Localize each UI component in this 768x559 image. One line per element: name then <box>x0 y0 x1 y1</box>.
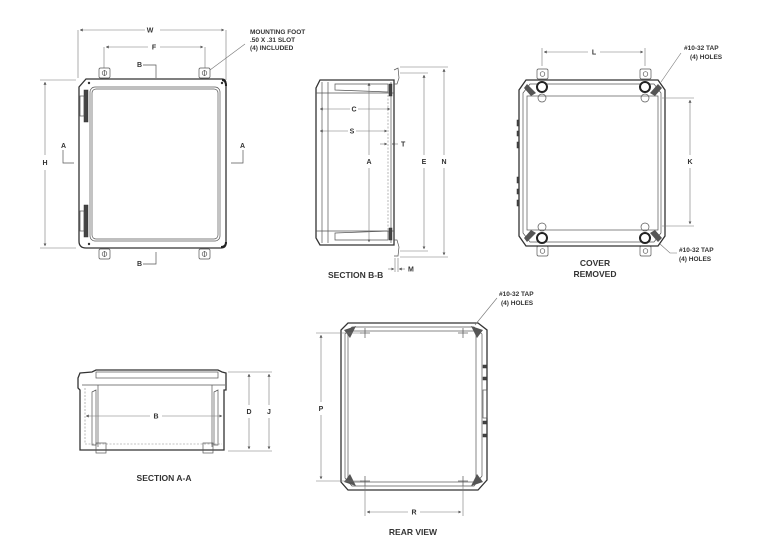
section-aa-view: B D J SECTION A-A <box>77 369 272 483</box>
section-bb-view: C S T A E N M SECTION B-B <box>315 66 448 280</box>
dim-r-label: R <box>411 510 416 517</box>
mounting-foot-callout-2: .50 X .31 SLOT <box>250 37 295 44</box>
front-view: W F MOUNTING FOOT .50 X .31 SLOT (4) INC… <box>40 28 305 268</box>
section-b-top-label: B <box>137 62 142 69</box>
mounting-foot-callout-3: (4) INCLUDED <box>250 45 294 52</box>
tap-hole-icon <box>360 328 468 486</box>
cover-removed-caption-2: REMOVED <box>574 269 617 279</box>
dim-f-label: F <box>152 45 157 52</box>
dim-m-label: M <box>408 267 414 274</box>
dim-h-label: H <box>42 160 47 167</box>
dim-d-label: D <box>246 409 251 416</box>
dim-j-label: J <box>267 409 271 416</box>
rear-view-caption: REAR VIEW <box>389 527 438 537</box>
mounting-foot <box>98 67 211 260</box>
cover-removed-view: L <box>516 45 723 279</box>
dim-p-label: P <box>319 406 324 413</box>
tap-callout-bottom-1: #10-32 TAP <box>679 247 714 254</box>
section-a-right-label: A <box>240 143 245 150</box>
dim-b-label: B <box>153 414 158 421</box>
rear-view: P R #10-32 TAP (4) HOLES REAR VIEW <box>316 291 534 537</box>
dim-e-label: E <box>422 159 427 166</box>
rear-tap-callout-2: (4) HOLES <box>501 300 534 307</box>
hinge-icon <box>79 89 89 238</box>
rear-tap-callout-1: #10-32 TAP <box>499 291 534 298</box>
dim-a-label: A <box>366 159 371 166</box>
corner-boss-icon <box>524 81 662 244</box>
dim-c-label: C <box>351 107 356 114</box>
section-a-left-label: A <box>61 143 66 150</box>
section-bb-caption: SECTION B-B <box>328 270 383 280</box>
dim-w-label: W <box>147 28 154 35</box>
mounting-foot-callout-1: MOUNTING FOOT <box>250 29 305 36</box>
dim-s-label: S <box>350 129 355 136</box>
tap-callout-top-1: #10-32 TAP <box>684 45 719 52</box>
tap-callout-bottom-2: (4) HOLES <box>679 256 712 263</box>
section-b-bottom-label: B <box>137 261 142 268</box>
dim-t-label: T <box>401 142 406 149</box>
cover-removed-caption-1: COVER <box>580 258 610 268</box>
dim-l-label: L <box>592 50 597 57</box>
section-aa-caption: SECTION A-A <box>137 473 192 483</box>
dim-k-label: K <box>687 159 692 166</box>
dim-n-label: N <box>441 159 446 166</box>
tap-callout-top-2: (4) HOLES <box>690 54 723 61</box>
